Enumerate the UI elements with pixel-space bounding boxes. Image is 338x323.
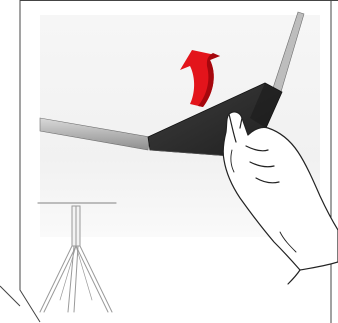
hand-icon <box>222 111 338 285</box>
tripod-stand-icon <box>37 202 117 313</box>
left-frame-rail <box>39 117 151 151</box>
rotate-arrow-icon <box>180 50 220 107</box>
